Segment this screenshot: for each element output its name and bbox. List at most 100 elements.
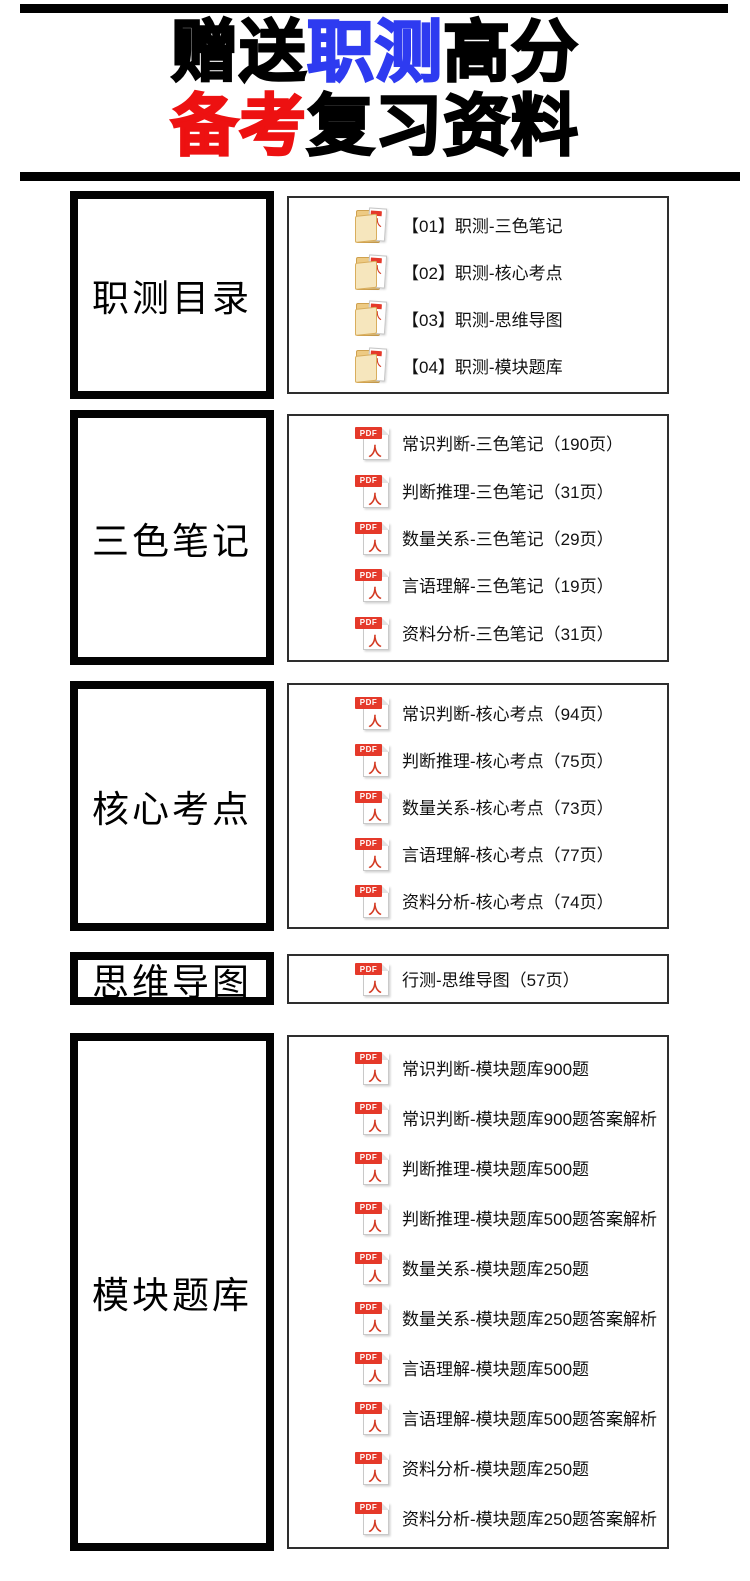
section-mind-map: 思维导图 PDF 人 行测-思维导图（57页） — [70, 952, 750, 1005]
pdf-file-icon: PDF 人 — [355, 1099, 389, 1136]
file-list: PDF 人 行测-思维导图（57页） — [287, 953, 669, 1004]
file-item: 人 【01】职测-三色笔记 — [289, 205, 667, 245]
pdf-badge: PDF — [355, 1351, 382, 1364]
section-three-color-notes: 三色笔记 PDF 人 常识判断-三色笔记（190页） PDF — [70, 410, 750, 665]
pdf-file-icon: PDF 人 — [355, 1049, 389, 1086]
file-name: 【01】职测-三色笔记 — [402, 217, 563, 237]
file-name: 常识判断-模块题库900题答案解析 — [402, 1109, 658, 1129]
section-label: 核心考点 — [70, 681, 274, 931]
pdf-badge: PDF — [355, 521, 382, 534]
pdf-badge: PDF — [355, 616, 382, 629]
section-label: 三色笔记 — [70, 410, 274, 665]
file-name: 数量关系-三色笔记（29页） — [402, 529, 614, 549]
file-list: PDF 人 常识判断-三色笔记（190页） PDF 人 判断推理-三色笔记（31… — [287, 413, 669, 662]
pdf-badge: PDF — [355, 569, 382, 582]
file-list: PDF 人 常识判断-模块题库900题 PDF 人 常识判断-模块题库900题答… — [287, 1035, 669, 1549]
pdf-file-icon: PDF 人 — [355, 472, 389, 509]
file-item: PDF 人 言语理解-模块题库500题答案解析 — [289, 1397, 667, 1437]
pdf-file-icon: PDF 人 — [355, 424, 389, 461]
pdf-glyph: 人 — [368, 1118, 382, 1134]
pdf-badge: PDF — [355, 1151, 382, 1164]
pdf-badge: PDF — [355, 884, 382, 897]
file-name: 言语理解-模块题库500题答案解析 — [402, 1409, 658, 1429]
title-line-1: 赠送职测高分 — [0, 14, 750, 90]
pdf-file-icon: PDF 人 — [355, 960, 389, 997]
pdf-glyph: 人 — [368, 1368, 382, 1384]
file-name: 常识判断-三色笔记（190页） — [402, 435, 624, 455]
file-name: 判断推理-模块题库500题答案解析 — [402, 1209, 658, 1229]
section-core-points: 核心考点 PDF 人 常识判断-核心考点（94页） PDF — [70, 681, 750, 931]
pdf-glyph: 人 — [368, 760, 382, 776]
file-name: 【04】职测-模块题库 — [402, 357, 563, 377]
pdf-glyph: 人 — [368, 713, 382, 729]
top-rule — [20, 4, 728, 13]
pdf-glyph: 人 — [368, 633, 382, 649]
section-label-text: 职测目录 — [92, 279, 252, 320]
pdf-badge: PDF — [355, 1301, 382, 1314]
file-item: PDF 人 判断推理-三色笔记（31页） — [289, 470, 667, 510]
pdf-badge: PDF — [355, 837, 382, 850]
pdf-glyph: 人 — [368, 491, 382, 507]
folder-pdf-icon: 人 — [355, 299, 389, 337]
file-name: 资料分析-模块题库250题 — [402, 1459, 590, 1479]
file-item: PDF 人 言语理解-三色笔记（19页） — [289, 565, 667, 605]
section-label-text: 核心考点 — [92, 790, 252, 831]
pdf-file-icon: PDF 人 — [355, 1199, 389, 1236]
file-item: 人 【02】职测-核心考点 — [289, 252, 667, 292]
file-item: PDF 人 常识判断-模块题库900题答案解析 — [289, 1097, 667, 1137]
pdf-file-icon: PDF 人 — [355, 882, 389, 919]
file-item: PDF 人 资料分析-三色笔记（31页） — [289, 612, 667, 652]
section-label: 职测目录 — [70, 191, 274, 399]
pdf-glyph: 人 — [368, 1268, 382, 1284]
pdf-badge: PDF — [355, 1501, 382, 1514]
title-text: 赠送 — [170, 14, 307, 90]
pdf-glyph: 人 — [368, 1318, 382, 1334]
file-name: 判断推理-三色笔记（31页） — [402, 482, 614, 502]
file-item: PDF 人 数量关系-核心考点（73页） — [289, 786, 667, 826]
pdf-badge: PDF — [355, 696, 382, 709]
pdf-file-icon: PDF 人 — [355, 1499, 389, 1536]
file-name: 数量关系-模块题库250题 — [402, 1259, 590, 1279]
pdf-file-icon: PDF 人 — [355, 741, 389, 778]
file-name: 判断推理-核心考点（75页） — [402, 751, 614, 771]
section-label: 思维导图 — [70, 952, 274, 1005]
file-name: 【03】职测-思维导图 — [402, 310, 563, 330]
pdf-glyph: 人 — [368, 1418, 382, 1434]
pdf-glyph: 人 — [368, 586, 382, 602]
title-text-red: 备考 — [170, 88, 307, 164]
pdf-glyph: 人 — [368, 444, 382, 460]
file-item: PDF 人 资料分析-模块题库250题 — [289, 1447, 667, 1487]
folder-pdf-icon: 人 — [355, 206, 389, 244]
pdf-badge: PDF — [355, 427, 382, 440]
file-name: 资料分析-模块题库250题答案解析 — [402, 1509, 658, 1529]
pdf-badge: PDF — [355, 743, 382, 756]
file-name: 【02】职测-核心考点 — [402, 264, 563, 284]
title-text: 复习资料 — [306, 88, 579, 164]
pdf-glyph: 人 — [368, 538, 382, 554]
pdf-file-icon: PDF 人 — [355, 835, 389, 872]
file-name: 数量关系-模块题库250题答案解析 — [402, 1309, 658, 1329]
pdf-file-icon: PDF 人 — [355, 566, 389, 603]
file-name: 言语理解-模块题库500题 — [402, 1359, 590, 1379]
file-list: PDF 人 常识判断-核心考点（94页） PDF 人 判断推理-核心考点（75页… — [287, 683, 669, 929]
pdf-badge: PDF — [355, 1451, 382, 1464]
title-divider — [20, 172, 740, 181]
pdf-glyph: 人 — [368, 854, 382, 870]
file-item: PDF 人 数量关系-三色笔记（29页） — [289, 517, 667, 557]
pdf-badge: PDF — [355, 1101, 382, 1114]
file-item: PDF 人 常识判断-核心考点（94页） — [289, 692, 667, 732]
file-name: 资料分析-三色笔记（31页） — [402, 624, 614, 644]
pdf-file-icon: PDF 人 — [355, 614, 389, 651]
pdf-file-icon: PDF 人 — [355, 1249, 389, 1286]
pdf-file-icon: PDF 人 — [355, 1349, 389, 1386]
file-item: PDF 人 言语理解-核心考点（77页） — [289, 833, 667, 873]
pdf-glyph: 人 — [368, 1518, 382, 1534]
file-name: 数量关系-核心考点（73页） — [402, 798, 614, 818]
section-module-question-bank: 模块题库 PDF 人 常识判断-模块题库900题 PDF — [70, 1033, 750, 1551]
file-item: 人 【04】职测-模块题库 — [289, 345, 667, 385]
pdf-file-icon: PDF 人 — [355, 1399, 389, 1436]
title-text: 高分 — [442, 14, 579, 90]
file-item: PDF 人 行测-思维导图（57页） — [289, 959, 667, 999]
file-item: PDF 人 数量关系-模块题库250题 — [289, 1247, 667, 1287]
